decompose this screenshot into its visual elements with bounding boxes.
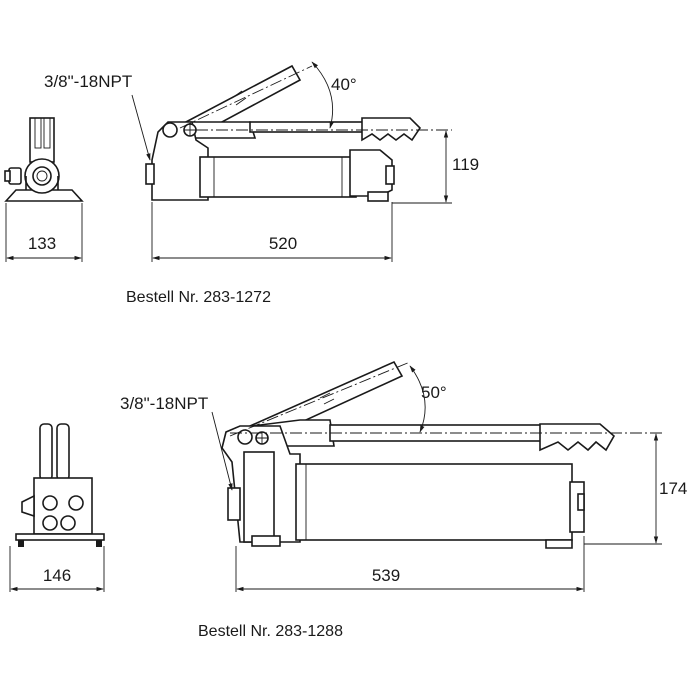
pump-small-angle-arc <box>311 61 334 129</box>
pump-large-angle-label: 50° <box>421 383 447 402</box>
pump-large-height-label: 174 <box>659 479 687 498</box>
pump-large-width-label: 146 <box>43 566 71 585</box>
pump-small-side-view <box>145 64 452 202</box>
pump-small-diagram: 133 <box>4 61 479 306</box>
pump-large-port-label: 3/8"-18NPT <box>120 394 208 413</box>
pump-small-port-leader <box>131 94 151 161</box>
pump-large-diagram: 146 <box>9 360 687 640</box>
pump-large-angle-arc <box>409 365 426 433</box>
pump-small-port-label: 3/8"-18NPT <box>44 72 132 91</box>
pump-small-height-label: 119 <box>452 155 479 174</box>
pump-large-length-label: 539 <box>372 566 400 585</box>
pump-large-side-view <box>221 360 662 549</box>
pump-small-angle-label: 40° <box>331 75 357 94</box>
pump-small-width-dimension <box>5 203 83 262</box>
pump-large-port-leader <box>211 411 233 491</box>
pump-small-length-dimension <box>151 202 393 262</box>
pump-large-end-view <box>15 423 105 547</box>
pump-small-height-dimension <box>392 130 452 204</box>
pump-large-width-dimension <box>9 546 105 592</box>
pump-large-length-dimension <box>235 536 585 592</box>
pump-large-height-dimension <box>584 433 662 545</box>
pump-small-end-view <box>4 117 84 202</box>
pump-small-order-number: Bestell Nr. 283-1272 <box>126 289 271 306</box>
pump-small-width-label: 133 <box>28 234 56 253</box>
pump-small-length-label: 520 <box>269 234 297 253</box>
pump-large-order-number: Bestell Nr. 283-1288 <box>198 623 343 640</box>
